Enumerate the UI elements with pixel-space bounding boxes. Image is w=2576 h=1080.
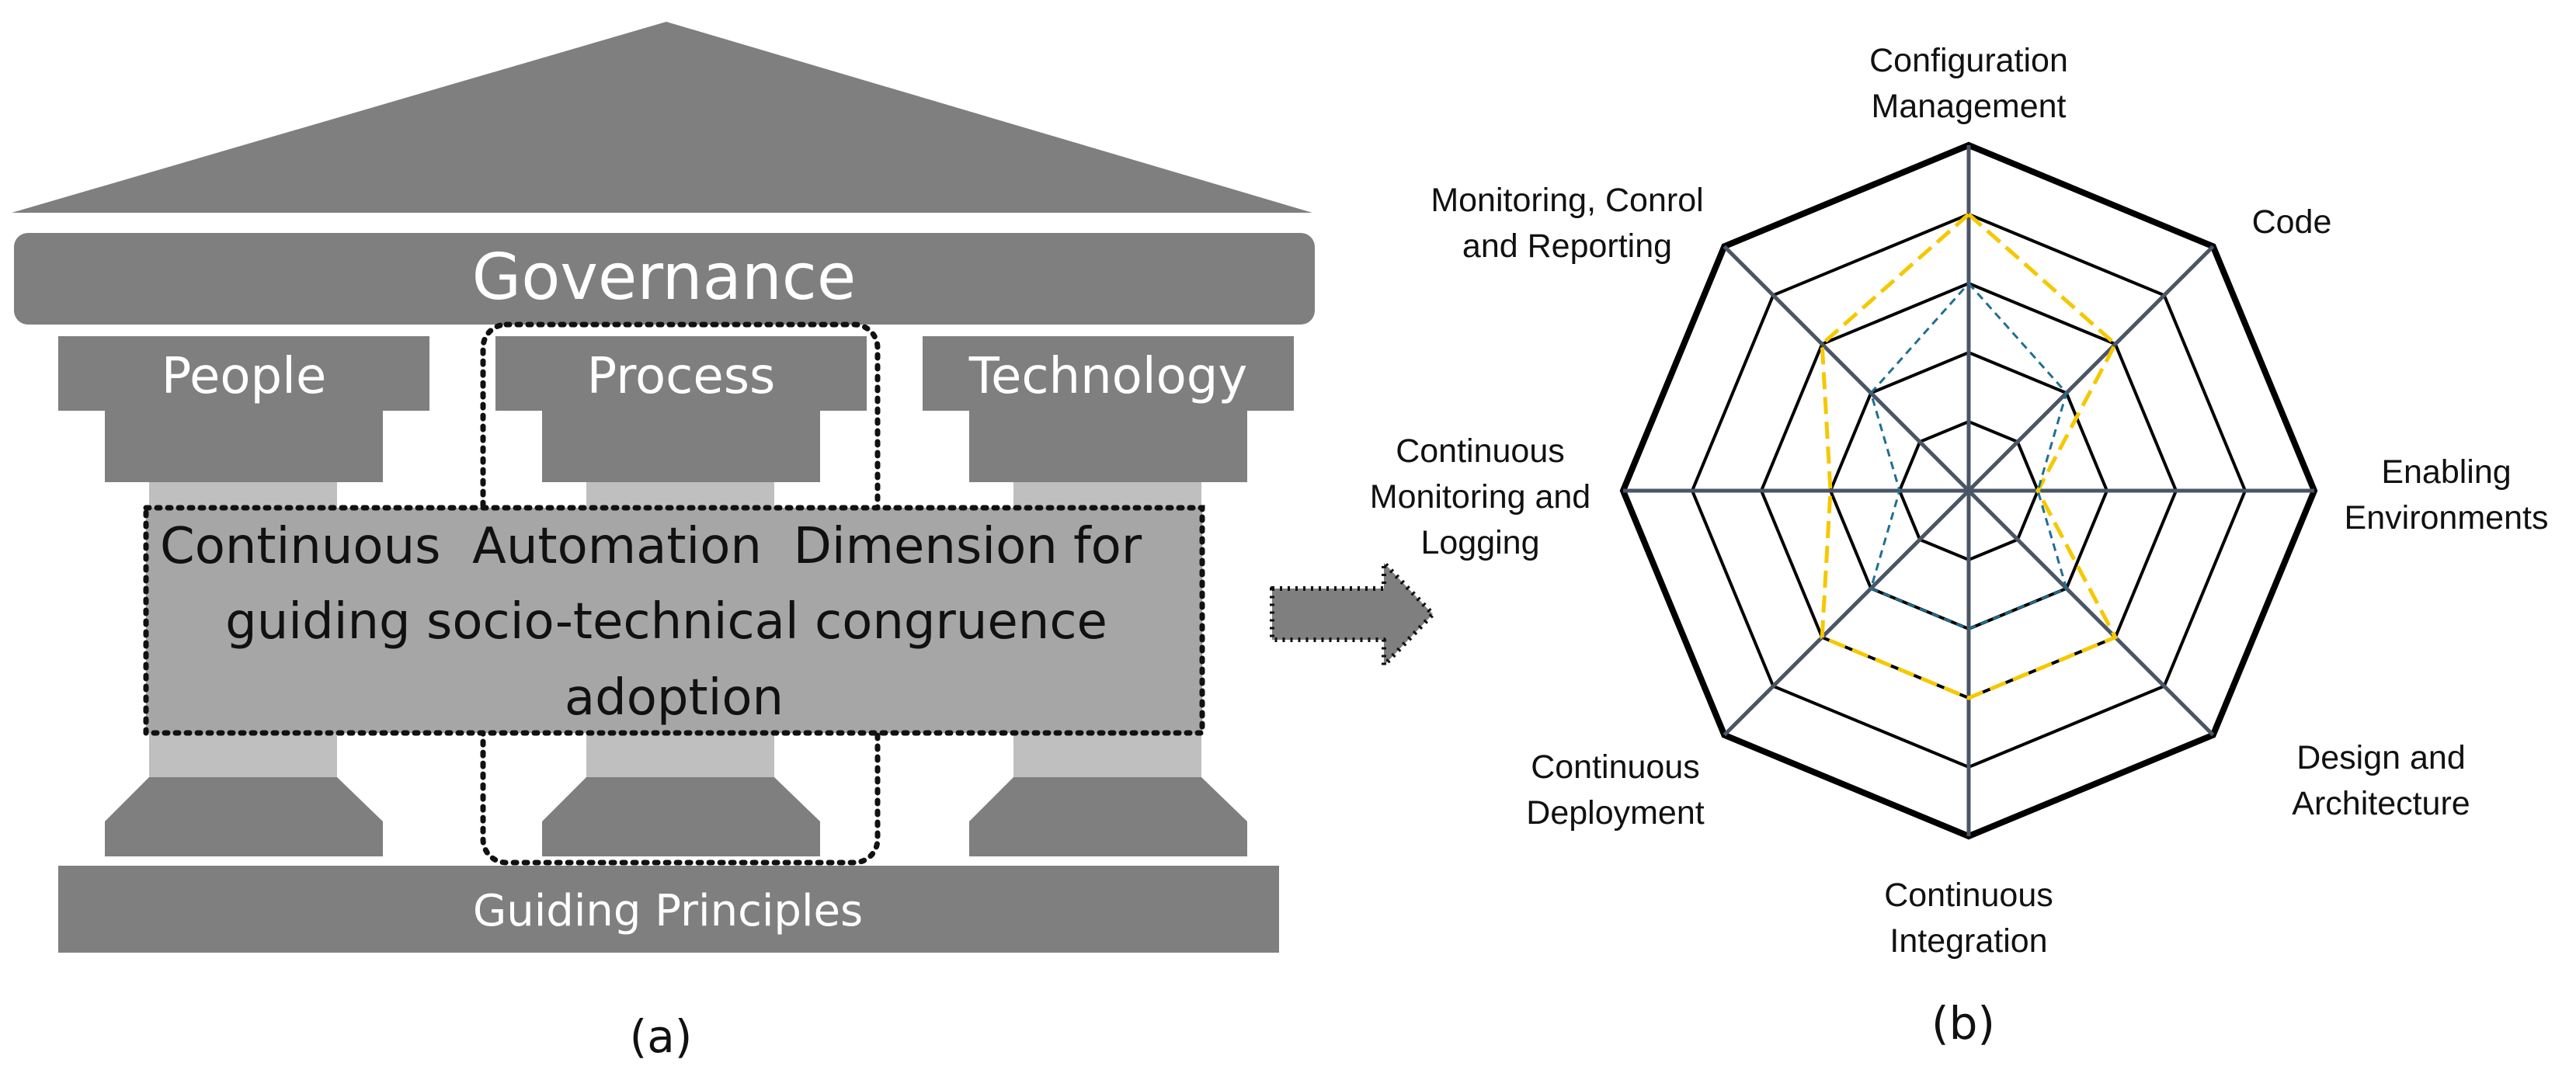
radar-spoke-5 bbox=[1723, 489, 1970, 737]
arrow-right-icon bbox=[1270, 561, 1435, 668]
radar-axis-label-1: Code bbox=[2252, 203, 2332, 241]
pillar-label-technology: Technology bbox=[968, 348, 1248, 405]
banner-line-1: Continuous Automation Dimension for bbox=[160, 518, 1142, 575]
base-slab bbox=[58, 866, 1279, 953]
pillar-label-people: People bbox=[162, 348, 327, 405]
banner-line-2: guiding socio-technical congruence bbox=[225, 593, 1107, 651]
radar-spoke-7 bbox=[1723, 245, 1970, 492]
radar-series-1 bbox=[1869, 281, 2068, 630]
base-label: Guiding Principles bbox=[473, 886, 863, 936]
radar-series bbox=[1820, 211, 2119, 700]
automation-banner bbox=[143, 505, 1205, 736]
governance-label: Governance bbox=[472, 241, 857, 314]
governance-beam bbox=[14, 233, 1315, 325]
radar-spoke-1 bbox=[1967, 245, 2215, 492]
radar-spokes bbox=[1623, 145, 2314, 836]
caption-a: (a) bbox=[630, 1010, 693, 1063]
radar-series-0 bbox=[1820, 211, 2119, 700]
temple-roof bbox=[12, 22, 1312, 213]
radar-spoke-3 bbox=[1967, 489, 2215, 737]
pillar-label-process: Process bbox=[587, 348, 776, 405]
banner-line-3: adoption bbox=[565, 669, 784, 727]
caption-b: (b) bbox=[1931, 997, 1995, 1050]
temple-diagram: Governance People Process Technology Con bbox=[12, 22, 1315, 1063]
